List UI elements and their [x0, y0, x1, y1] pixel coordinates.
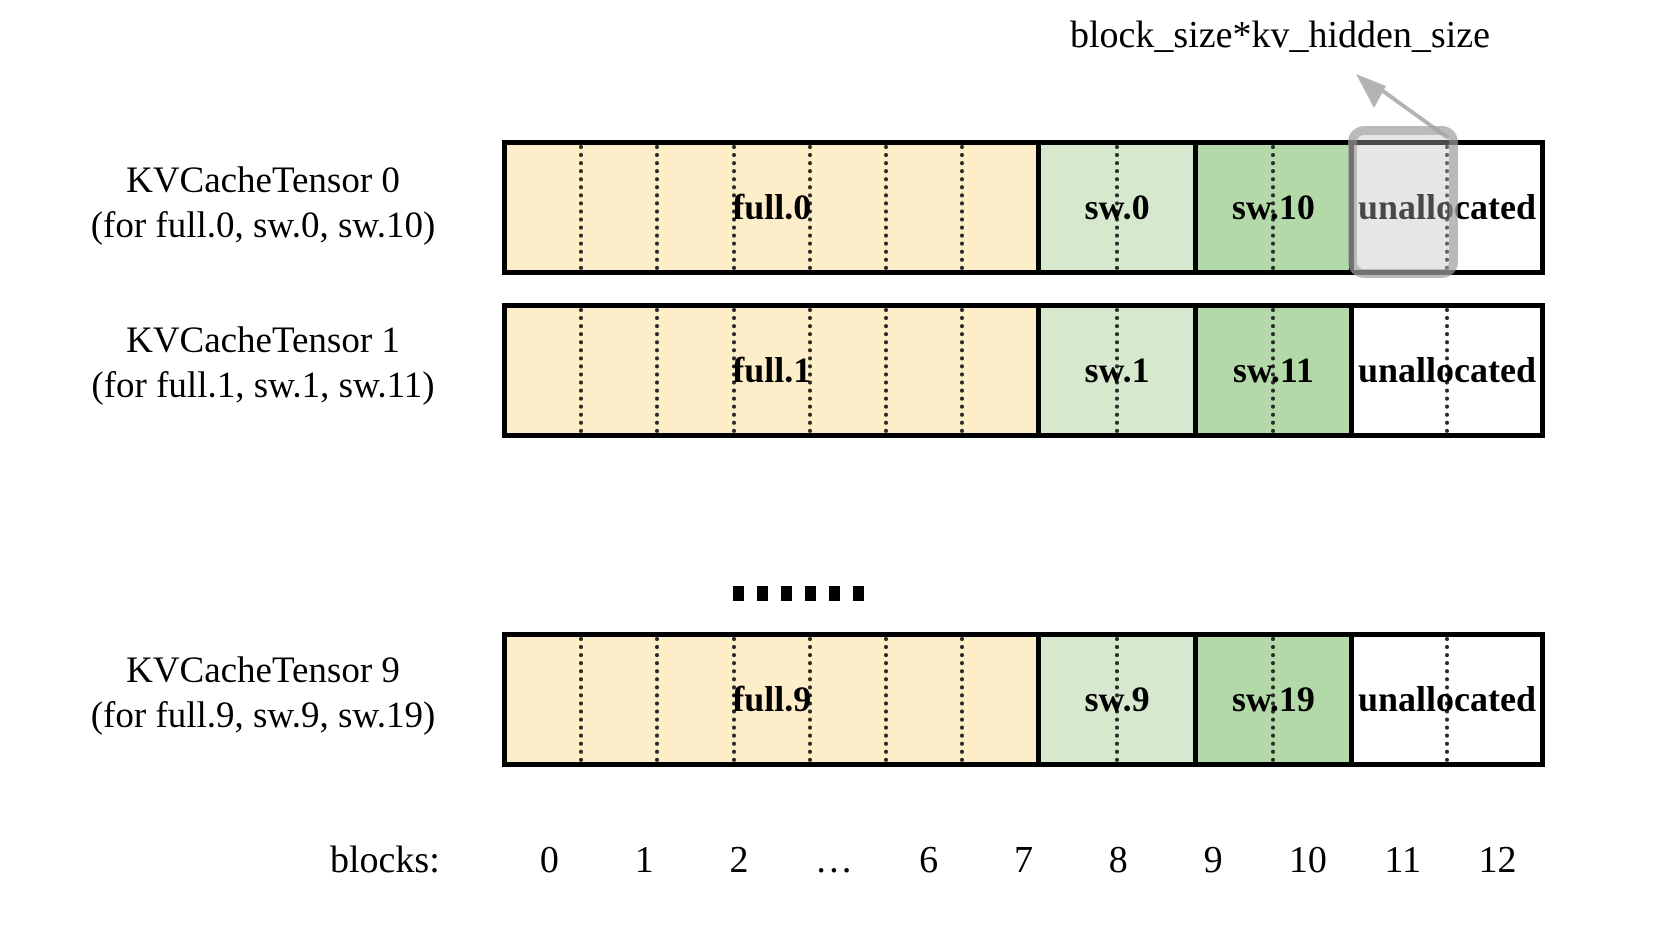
segment-sw-9[interactable]: sw.9: [1036, 637, 1193, 762]
segment-label: full.9: [732, 679, 812, 720]
segment-label: unallocated: [1357, 679, 1536, 720]
row-label-1: KVCacheTensor 1 (for full.1, sw.1, sw.11…: [28, 318, 498, 408]
axis-tick: 0: [539, 839, 559, 881]
block-dividers: [1041, 145, 1192, 270]
segment-full-1[interactable]: full.1: [507, 308, 1037, 433]
segment-full-0[interactable]: full.0: [507, 145, 1037, 270]
axis-tick-row: 0 1 2 … 6 7 8 9 10 11 12: [502, 838, 1545, 890]
axis-tick: 12: [1478, 839, 1517, 881]
block-dividers: [1354, 637, 1540, 762]
block-highlight-box[interactable]: [1348, 126, 1458, 278]
row-label-9-line1: KVCacheTensor 9: [126, 650, 400, 691]
axis-tick: 1: [634, 839, 654, 881]
segment-label: sw.11: [1232, 350, 1314, 391]
axis-tick: 10: [1288, 839, 1327, 881]
block-dividers: [1198, 308, 1349, 433]
segment-label: sw.0: [1084, 187, 1150, 228]
block-dividers: [1041, 637, 1192, 762]
segment-label: full.1: [732, 350, 812, 391]
callout-label: block_size*kv_hidden_size: [1069, 14, 1490, 56]
axis-tick: 6: [919, 839, 939, 881]
axis-tick: 8: [1108, 839, 1128, 881]
axis-caption: blocks:: [330, 839, 440, 881]
segment-label: full.0: [732, 187, 812, 228]
block-dividers: [1041, 308, 1192, 433]
vertical-ellipsis: [733, 586, 864, 601]
block-dividers: [507, 637, 1036, 762]
axis-tick: 11: [1384, 839, 1422, 881]
block-dividers: [1354, 308, 1540, 433]
segment-label: sw.9: [1084, 679, 1150, 720]
kvcache-tensor-bar-9[interactable]: full.9 sw.9 sw.19 unallocated: [502, 632, 1545, 767]
row-label-1-line1: KVCacheTensor 1: [126, 320, 400, 361]
axis-tick: 9: [1203, 839, 1223, 881]
segment-label: sw.19: [1231, 679, 1315, 720]
block-dividers: [507, 308, 1036, 433]
segment-unallocated[interactable]: unallocated: [1348, 308, 1540, 433]
segment-label: unallocated: [1357, 350, 1536, 391]
segment-label: sw.10: [1231, 187, 1315, 228]
segment-unallocated[interactable]: unallocated: [1348, 637, 1540, 762]
axis-tick: 7: [1013, 839, 1033, 881]
segment-sw-11[interactable]: sw.11: [1192, 308, 1349, 433]
block-dividers: [1198, 637, 1349, 762]
segment-sw-1[interactable]: sw.1: [1036, 308, 1193, 433]
kvcache-tensor-bar-1[interactable]: full.1 sw.1 sw.11 unallocated: [502, 303, 1545, 438]
row-label-0-line1: KVCacheTensor 0: [126, 160, 400, 201]
row-label-1-line2: (for full.1, sw.1, sw.11): [91, 365, 435, 407]
row-label-0: KVCacheTensor 0 (for full.0, sw.0, sw.10…: [28, 158, 498, 248]
row-label-9-line2: (for full.9, sw.9, sw.19): [90, 695, 436, 737]
segment-sw-0[interactable]: sw.0: [1036, 145, 1193, 270]
axis-tick: 2: [729, 839, 749, 881]
axis-tick: …: [814, 839, 853, 881]
segment-sw-10[interactable]: sw.10: [1192, 145, 1349, 270]
row-label-9: KVCacheTensor 9 (for full.9, sw.9, sw.19…: [28, 648, 498, 738]
segment-sw-19[interactable]: sw.19: [1192, 637, 1349, 762]
segment-label: sw.1: [1084, 350, 1150, 391]
row-label-0-line2: (for full.0, sw.0, sw.10): [90, 205, 436, 247]
block-dividers: [507, 145, 1036, 270]
block-dividers: [1198, 145, 1349, 270]
segment-full-9[interactable]: full.9: [507, 637, 1037, 762]
